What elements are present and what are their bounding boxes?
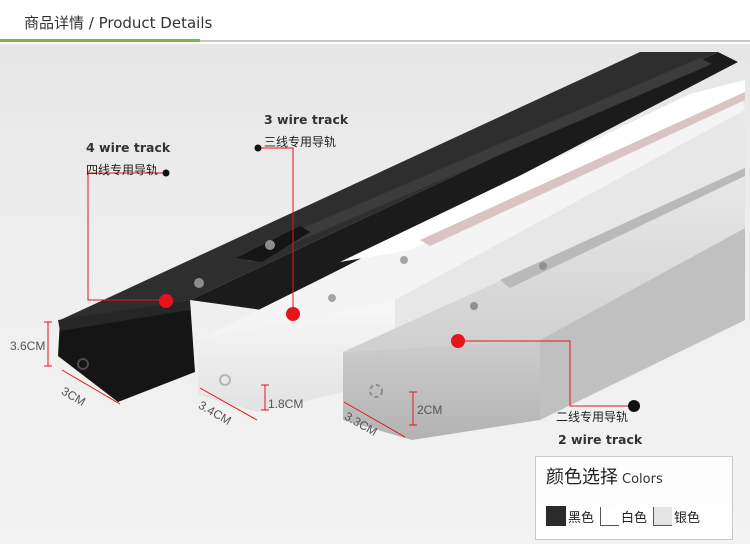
black-track — [58, 52, 738, 402]
silver-track — [343, 168, 745, 440]
end-cap-hole-icon — [369, 384, 383, 398]
black-height-dimension: 3.6CM — [10, 339, 46, 353]
black-swatch-label: 黑色 — [568, 511, 595, 526]
callout-marker — [286, 307, 300, 321]
screw-icon — [470, 302, 478, 310]
silver-swatch[interactable] — [653, 507, 673, 526]
two-wire-label-cn: 二线专用导轨 — [556, 410, 629, 424]
three-wire-label-cn: 三线专用导轨 — [264, 135, 337, 149]
three-wire-label-en: 3 wire track — [264, 112, 349, 127]
screw-icon — [194, 278, 204, 288]
color-options-title: 颜色选择 Colors — [546, 463, 663, 489]
silver-swatch-label: 银色 — [674, 511, 701, 526]
two-wire-label-en: 2 wire track — [558, 432, 643, 447]
white-swatch[interactable] — [600, 507, 620, 526]
four-wire-label-cn: 四线专用导轨 — [86, 163, 159, 177]
white-height-dimension: 1.8CM — [268, 397, 304, 411]
color-options-title-cn: 颜色选择 — [546, 467, 618, 488]
screw-icon — [400, 256, 408, 264]
callout-marker — [451, 334, 465, 348]
black-swatch[interactable] — [546, 506, 566, 526]
four-wire-label-en: 4 wire track — [86, 140, 171, 155]
page-header: 商品详情 / Product Details — [0, 0, 750, 44]
end-cap-hole-icon — [219, 374, 231, 386]
color-swatch-row: 黑色 白色 银色 — [546, 506, 706, 526]
color-options-title-en: Colors — [622, 472, 663, 487]
callout-lines — [87, 147, 634, 407]
end-cap-hole-icon — [77, 358, 89, 370]
silver-height-dimension: 2CM — [417, 403, 443, 417]
screw-icon — [328, 294, 336, 302]
page-title: 商品详情 / Product Details — [24, 14, 213, 32]
screw-icon — [265, 240, 275, 250]
callout-dot — [162, 169, 170, 177]
header-accent-line — [0, 39, 200, 42]
color-options-panel: 颜色选择 Colors 黑色 白色 银色 — [535, 456, 733, 540]
dimension-lines — [44, 321, 417, 438]
header-divider — [200, 40, 750, 42]
callout-dot — [628, 400, 640, 412]
callout-dot — [254, 144, 262, 152]
screw-icon — [539, 262, 547, 270]
callout-marker — [159, 294, 173, 308]
white-swatch-label: 白色 — [621, 511, 648, 526]
